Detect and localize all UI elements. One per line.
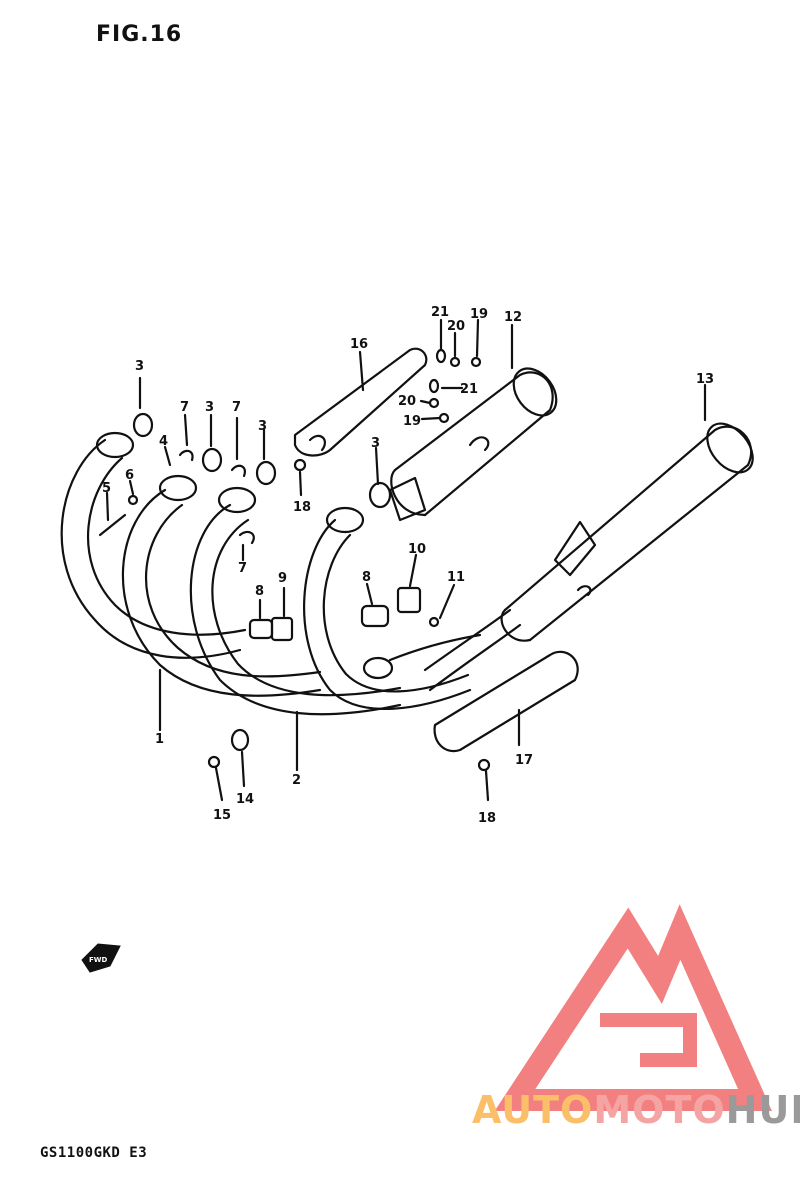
heat-shield-16	[293, 347, 428, 457]
washer-20a	[449, 356, 461, 368]
clamp-7c	[238, 530, 255, 545]
callout-21b: 21	[460, 382, 478, 397]
exhaust-pipe-2	[121, 488, 322, 697]
callout-19a: 19	[470, 307, 488, 322]
nut-6	[127, 494, 139, 506]
washer-21a	[435, 348, 447, 364]
callout-19b: 19	[403, 414, 421, 429]
exhaust-pipe-3	[189, 503, 402, 716]
forward-arrow-label: FWD	[89, 956, 108, 964]
callout-17: 17	[515, 753, 533, 768]
connector-8a	[248, 618, 274, 640]
muffler-13	[503, 425, 753, 642]
callout-12: 12	[504, 310, 522, 325]
callout-18b: 18	[478, 811, 496, 826]
clamp-7a	[178, 449, 194, 462]
callout-21a: 21	[431, 305, 449, 320]
washer-20b	[428, 397, 440, 409]
bolt-5	[98, 513, 127, 537]
gasket-3a	[132, 412, 154, 438]
model-code: GS1100GKD E3	[40, 1145, 148, 1161]
callout-14: 14	[236, 792, 254, 807]
callout-20b: 20	[398, 394, 416, 409]
gasket-3d	[368, 481, 392, 509]
callout-3d: 3	[371, 436, 380, 451]
watermark-logo	[494, 904, 772, 1111]
callout-4: 4	[159, 434, 168, 449]
callout-13: 13	[696, 372, 714, 387]
callout-15: 15	[213, 808, 231, 823]
watermark-hub: HUB	[725, 1088, 800, 1132]
callout-3a: 3	[135, 359, 144, 374]
figure-title: FIG.16	[96, 22, 183, 47]
flange-1	[95, 431, 135, 459]
clamp-9	[270, 616, 294, 642]
connector-8b	[360, 604, 390, 628]
callout-3c: 3	[258, 419, 267, 434]
callout-7a: 7	[180, 400, 189, 415]
callout-8b: 8	[362, 570, 371, 585]
callout-2: 2	[292, 773, 301, 788]
flange-4	[325, 506, 365, 534]
clamp-10	[396, 586, 422, 614]
washer-21b	[428, 378, 440, 394]
muffler-12	[393, 371, 554, 517]
bolt-11	[428, 616, 440, 628]
callout-3b: 3	[205, 400, 214, 415]
clamp-14	[230, 728, 250, 752]
callout-1: 1	[155, 732, 164, 747]
exhaust-pipe-1	[60, 438, 242, 659]
callout-8a: 8	[255, 584, 264, 599]
clamp-7b	[230, 464, 246, 478]
callout-16: 16	[350, 337, 368, 352]
gasket-3b	[201, 447, 223, 473]
flange-3	[217, 486, 257, 514]
callout-6: 6	[125, 468, 134, 483]
watermark-text: AUTOMOTOHUB	[472, 1088, 800, 1132]
callout-20a: 20	[447, 319, 465, 334]
callout-11: 11	[447, 570, 465, 585]
bolt-18b	[477, 758, 491, 772]
bolt-19b	[438, 412, 450, 424]
watermark-moto: MOTO	[593, 1088, 726, 1132]
callout-7b: 7	[232, 400, 241, 415]
forward-arrow-icon: FWD	[81, 943, 121, 973]
flange-2	[158, 474, 198, 502]
bolt-15	[207, 755, 221, 769]
callout-10: 10	[408, 542, 426, 557]
gasket-3c	[255, 460, 277, 486]
heat-shield-17	[433, 650, 579, 753]
bolt-18a	[293, 458, 307, 472]
watermark-auto: AUTO	[472, 1088, 594, 1132]
exhaust-pipe-4	[303, 518, 472, 711]
callout-9: 9	[278, 571, 287, 586]
callout-18a: 18	[293, 500, 311, 515]
callout-7c: 7	[238, 561, 247, 576]
bolt-19a	[470, 356, 482, 368]
callout-5: 5	[102, 481, 111, 496]
